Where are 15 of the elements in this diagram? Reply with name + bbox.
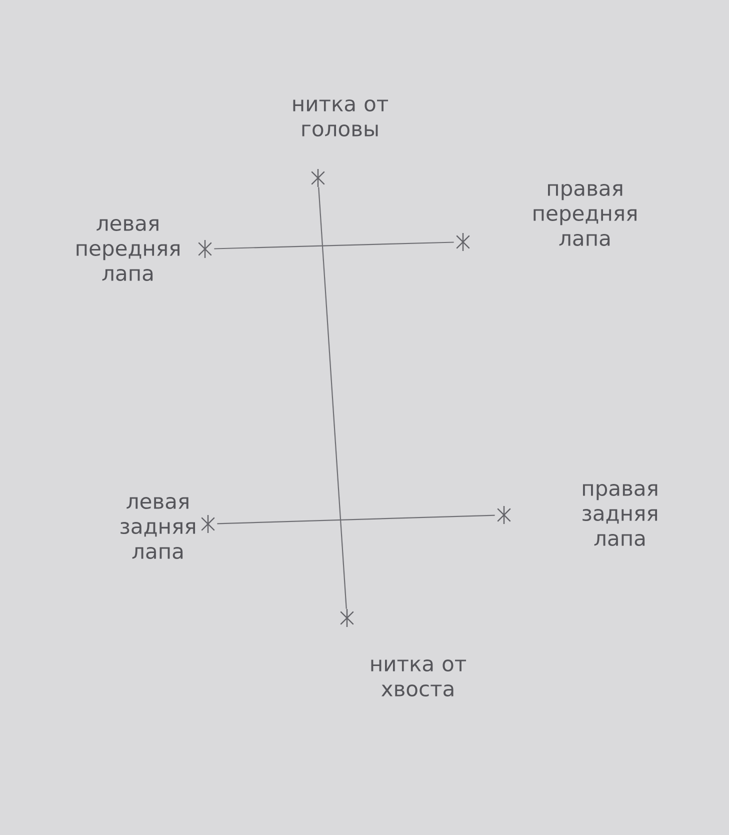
handwritten-label: левая передняя лапа bbox=[76, 218, 180, 282]
handwritten-label: нитка от головы bbox=[293, 99, 388, 137]
line bbox=[318, 187, 347, 609]
asterisk-mark bbox=[454, 233, 472, 251]
asterisk-mark bbox=[338, 609, 356, 627]
line bbox=[214, 242, 454, 250]
handwritten-label: правая задняя лапа bbox=[582, 484, 658, 546]
handwritten-label: левая задняя лапа bbox=[120, 496, 195, 560]
asterisk-mark bbox=[199, 515, 217, 533]
asterisk-mark bbox=[196, 240, 214, 258]
handwritten-label: нитка от хвоста bbox=[371, 659, 466, 697]
handwritten-label: правая передняя лапа bbox=[534, 184, 636, 246]
asterisk-mark bbox=[495, 506, 513, 524]
asterisk-mark bbox=[309, 169, 327, 187]
line bbox=[217, 514, 495, 524]
